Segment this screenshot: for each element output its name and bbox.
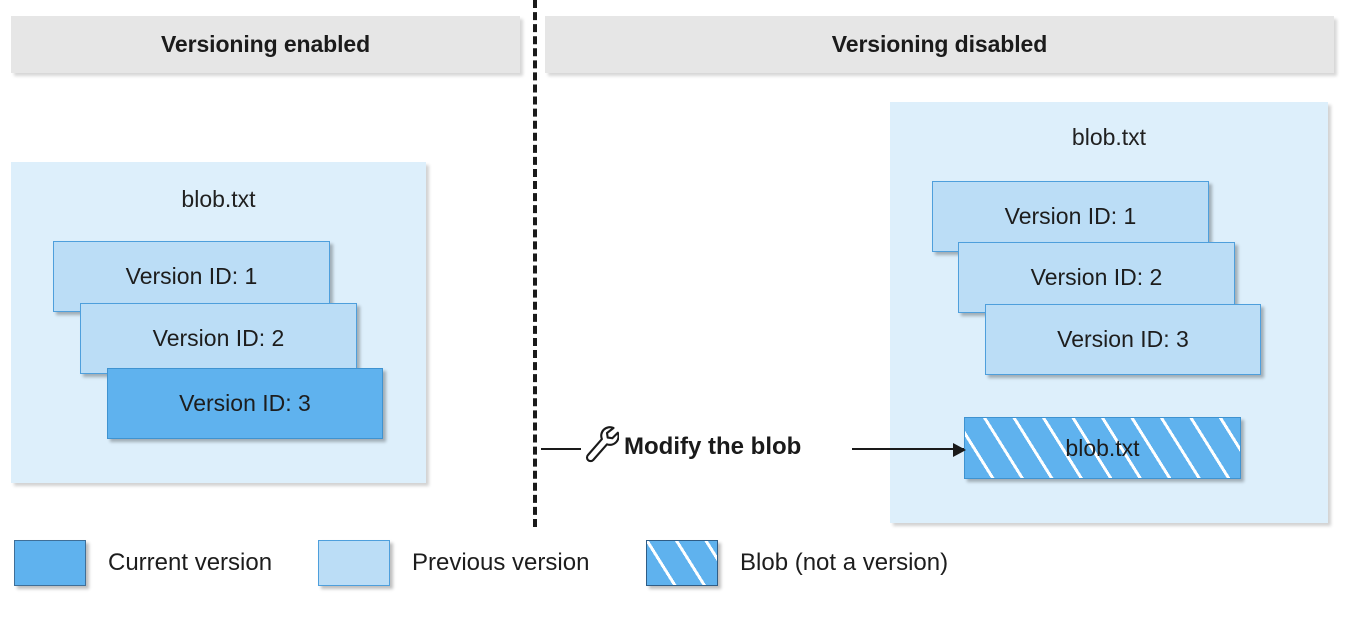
legend-label-current-version: Current version (108, 549, 273, 576)
legend-swatch-current-version (14, 540, 86, 586)
legend-item-previous-version: Previous version (318, 540, 589, 586)
column-header-versioning-enabled: Versioning enabled (11, 16, 520, 73)
right-modified-blob-box: blob.txt (964, 417, 1241, 479)
left-version-box-3-current: Version ID: 3 (107, 368, 383, 439)
legend-label-previous-version: Previous version (412, 549, 590, 576)
right-version-box-2: Version ID: 2 (958, 242, 1235, 313)
blob-name-left: blob.txt (181, 186, 256, 212)
legend-item-current-version: Current version (14, 540, 272, 586)
action-arrow (852, 443, 966, 457)
left-version-box-2: Version ID: 2 (80, 303, 357, 374)
column-header-versioning-disabled: Versioning disabled (545, 16, 1334, 73)
left-version-box-1: Version ID: 1 (53, 241, 330, 312)
blob-name-right: blob.txt (1071, 124, 1147, 150)
legend: Current version Previous version Blob (n… (0, 540, 1345, 600)
action-leader-line (541, 448, 581, 450)
action-label-modify-the-blob: Modify the blob (624, 433, 802, 460)
legend-swatch-previous-version (318, 540, 390, 586)
legend-item-blob-not-a-version: Blob (not a version) (646, 540, 948, 586)
right-version-box-1: Version ID: 1 (932, 181, 1209, 252)
legend-swatch-blob-not-a-version (646, 540, 718, 586)
column-divider (533, 0, 537, 527)
legend-label-blob-not-a-version: Blob (not a version) (740, 549, 949, 576)
right-version-box-3: Version ID: 3 (985, 304, 1261, 375)
wrench-icon (583, 425, 620, 465)
